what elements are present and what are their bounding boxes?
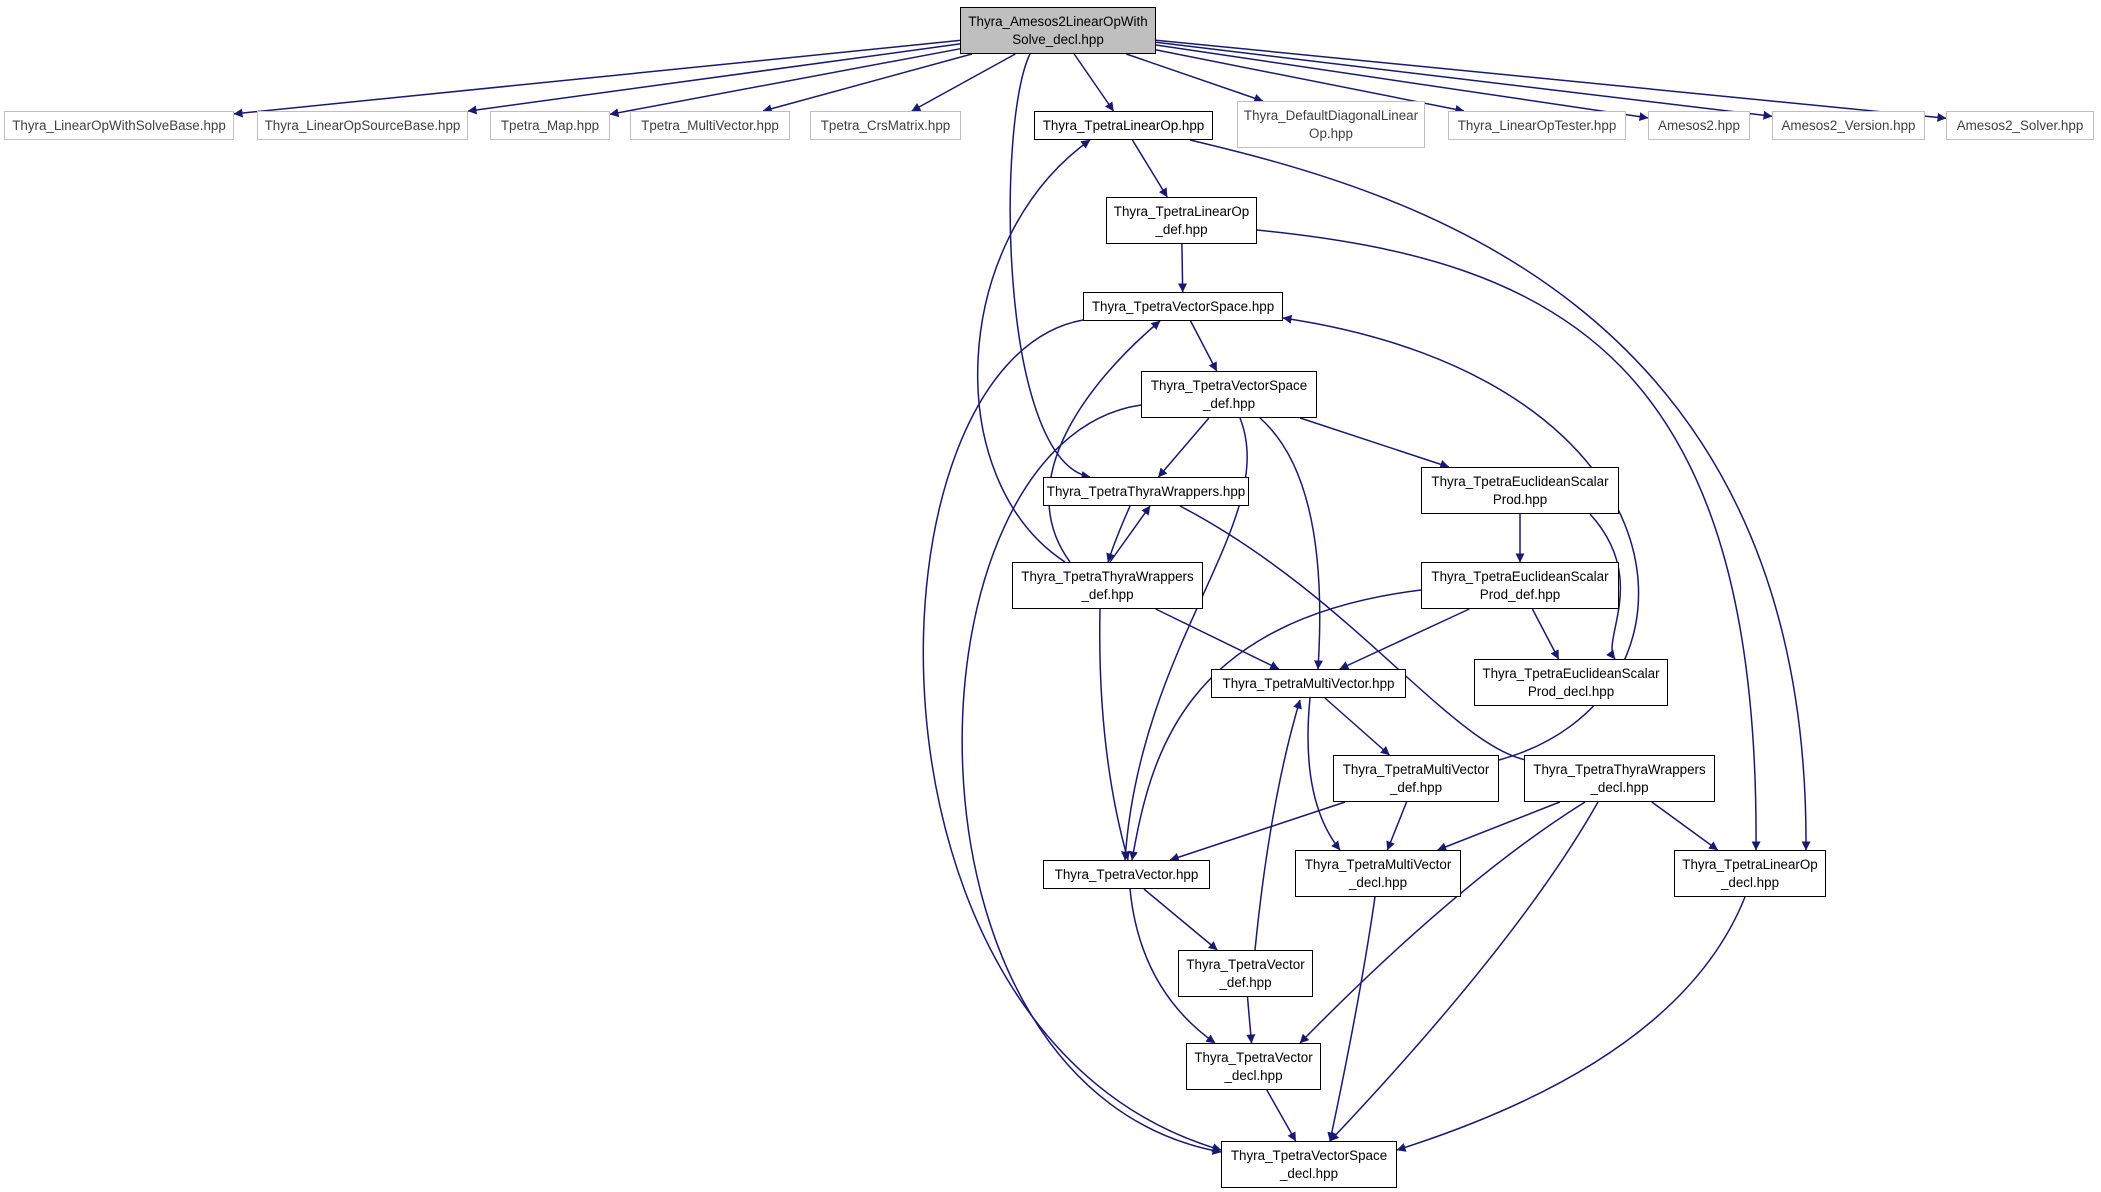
node-thyra-wrappers-decl[interactable]: Thyra_TpetraThyraWrappers_decl.hpp [1524,755,1715,802]
node-tpetra-vector-decl[interactable]: Thyra_TpetraVector_decl.hpp [1186,1043,1321,1090]
edge-tpetra-vector-def-to-tpetra-multi-vector [1254,699,1302,951]
edge-root-to-linop-with-solve-base [233,39,961,118]
edge-euclid-scalar-prod-def-to-euclid-scalar-prod-decl [1531,608,1560,660]
edge-root-to-tpetra-multivector [762,53,973,114]
node-tpetra-linear-op[interactable]: Thyra_TpetraLinearOp.hpp [1034,111,1213,140]
node-tpetra-vector[interactable]: Thyra_TpetraVector.hpp [1043,860,1210,889]
edge-tpetra-multi-vector-to-multi-vector-def [1324,697,1390,756]
edge-root-to-tpetra-crsmatrix [911,53,1016,112]
edge-tpetra-vector-to-tpetra-vector-decl [1129,888,1216,1044]
edge-root-to-amesos2-version [1155,41,1773,120]
node-thyra-wrappers-def[interactable]: Thyra_TpetraThyraWrappers_def.hpp [1012,562,1203,609]
edge-root-to-tpetra-map [609,48,961,118]
node-tpetra-multivector[interactable]: Tpetra_MultiVector.hpp [630,111,790,140]
node-tpetra-vector-def[interactable]: Thyra_TpetraVector_def.hpp [1178,950,1313,997]
edge-thyra-wrappers-decl-to-multi-vector-decl [1437,801,1561,852]
node-tpetra-multi-vector[interactable]: Thyra_TpetraMultiVector.hpp [1211,669,1406,698]
edge-euclid-scalar-prod-to-euclid-scalar-prod-decl [1589,513,1622,660]
node-linear-op-decl[interactable]: Thyra_TpetraLinearOp_decl.hpp [1674,850,1826,897]
edge-euclid-scalar-prod-def-to-tpetra-multi-vector [1339,608,1470,670]
edge-tpetra-vector-decl-to-vector-space-decl [1266,1089,1297,1142]
edge-root-to-tpetra-linear-op [1073,53,1115,112]
node-thyra-wrappers[interactable]: Thyra_TpetraThyraWrappers.hpp [1043,477,1249,506]
edge-tpetra-linear-op-def-to-linear-op-decl [1256,229,1761,851]
edge-multi-vector-def-to-multi-vector-decl [1386,801,1408,851]
edge-multi-vector-def-to-tpetra-vector [1169,801,1346,862]
edge-thyra-wrappers-decl-to-tpetra-vector-decl [1299,801,1586,1044]
edge-thyra-wrappers-to-thyra-wrappers-decl [1179,505,1541,767]
edge-multi-vector-def-to-tpetra-vector-space [1282,314,1640,761]
edge-tpetra-vector-space-def-to-tpetra-vector [1121,417,1248,861]
edge-root-to-default-diagonal [1126,53,1264,103]
edge-tpetra-linear-op-def-to-tpetra-vector-space [1178,243,1188,293]
node-multi-vector-def[interactable]: Thyra_TpetraMultiVector_def.hpp [1333,755,1499,802]
edge-thyra-wrappers-decl-to-linear-op-decl [1651,801,1719,851]
edge-tpetra-vector-space-to-vector-space-decl [922,319,1222,1152]
node-tpetra-map[interactable]: Tpetra_Map.hpp [490,111,610,140]
edge-tpetra-multi-vector-to-multi-vector-decl [1307,697,1341,851]
edge-tpetra-vector-space-to-tpetra-vector-space-def [1189,320,1218,372]
edge-thyra-wrappers-def-to-thyra-wrappers [1109,505,1151,563]
node-amesos2-version[interactable]: Amesos2_Version.hpp [1772,111,1925,140]
edge-linear-op-decl-to-vector-space-decl [1396,896,1746,1152]
edge-thyra-wrappers-def-to-tpetra-vector-space [1048,320,1161,563]
edge-root-to-amesos2 [1155,44,1649,122]
node-tpetra-vector-space[interactable]: Thyra_TpetraVectorSpace.hpp [1083,292,1283,321]
node-multi-vector-decl[interactable]: Thyra_TpetraMultiVector_decl.hpp [1295,850,1461,897]
edge-root-to-amesos2-solver [1155,39,1947,122]
edge-euclid-scalar-prod-def-to-tpetra-vector [1129,589,1422,861]
edge-tpetra-linear-op-to-linear-op-decl [1189,139,1811,851]
edge-tpetra-vector-to-tpetra-vector-def [1143,888,1218,951]
edge-tpetra-vector-def-to-tpetra-vector-decl [1246,996,1256,1044]
edge-thyra-wrappers-def-to-tpetra-multi-vector [1155,608,1280,670]
edge-thyra-wrappers-to-thyra-wrappers-def [1106,505,1131,563]
edge-root-to-linop-source-base [467,43,961,115]
node-linop-tester[interactable]: Thyra_LinearOpTester.hpp [1448,111,1626,140]
edge-root-to-linop-tester [1155,49,1465,114]
node-vector-space-decl[interactable]: Thyra_TpetraVectorSpace_decl.hpp [1221,1141,1397,1188]
node-tpetra-linear-op-def[interactable]: Thyra_TpetraLinearOp_def.hpp [1106,197,1257,244]
edge-tpetra-vector-space-def-to-euclid-scalar-prod [1299,417,1450,469]
edge-thyra-wrappers-decl-to-vector-space-decl [1329,801,1599,1142]
edge-multi-vector-decl-to-vector-space-decl [1327,896,1376,1142]
node-tpetra-crsmatrix[interactable]: Tpetra_CrsMatrix.hpp [810,111,961,140]
edge-tpetra-vector-space-def-to-tpetra-multi-vector [1259,417,1324,670]
edge-tpetra-linear-op-to-tpetra-linear-op-def [1131,139,1168,198]
edge-tpetra-vector-space-def-to-vector-space-decl [961,404,1222,1155]
node-linop-source-base[interactable]: Thyra_LinearOpSourceBase.hpp [257,111,468,140]
edge-tpetra-vector-space-def-to-thyra-wrappers [1157,417,1210,478]
node-tpetra-vector-space-def[interactable]: Thyra_TpetraVectorSpace_def.hpp [1141,371,1317,418]
edge-thyra-wrappers-def-to-tpetra-linear-op [976,139,1091,563]
node-amesos2-solver[interactable]: Amesos2_Solver.hpp [1946,111,2094,140]
node-linop-with-solve-base[interactable]: Thyra_LinearOpWithSolveBase.hpp [4,111,234,140]
edge-thyra-wrappers-def-to-tpetra-vector [1099,608,1131,861]
node-amesos2[interactable]: Amesos2.hpp [1648,111,1750,140]
